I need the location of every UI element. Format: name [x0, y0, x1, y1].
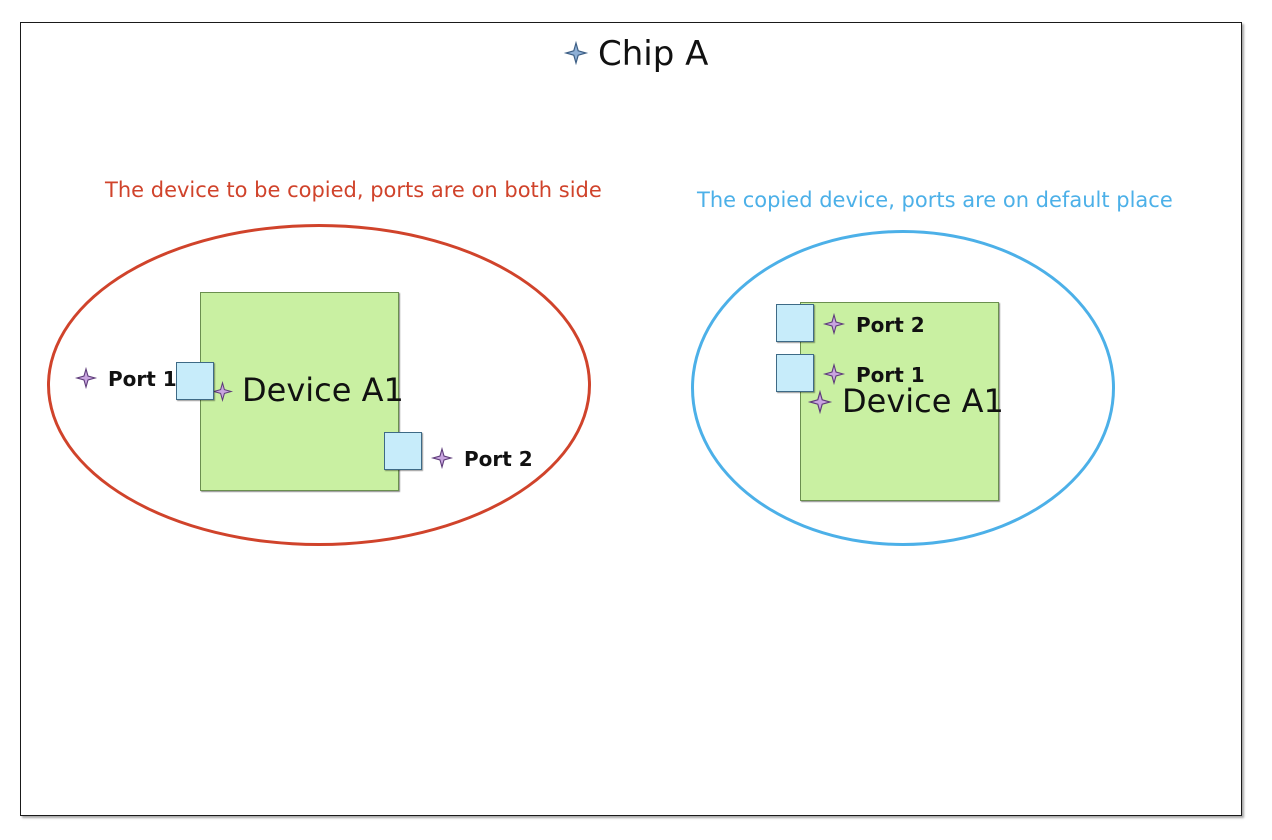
- port-2-box-original[interactable]: [384, 432, 422, 470]
- annotation-original: The device to be copied, ports are on bo…: [105, 178, 602, 202]
- port-2-label-copied: Port 2: [856, 313, 925, 337]
- port-star-icon: [74, 366, 98, 390]
- port-1-label-original: Port 1: [108, 367, 177, 391]
- device-label-original: Device A1: [242, 371, 404, 409]
- port-star-icon: [430, 446, 454, 470]
- chip-star-icon: [563, 40, 589, 66]
- device-label-copied: Device A1: [842, 382, 1004, 420]
- port-star-icon: [822, 362, 846, 386]
- port-2-label-original: Port 2: [464, 447, 533, 471]
- port-1-box-original[interactable]: [176, 362, 214, 400]
- highlight-ellipse-copied: [691, 230, 1115, 546]
- device-star-icon: [807, 389, 833, 415]
- port-star-icon: [822, 312, 846, 336]
- port-1-label-copied: Port 1: [856, 363, 925, 387]
- highlight-ellipse-original: [47, 224, 591, 546]
- device-copied[interactable]: [800, 302, 999, 501]
- port-1-box-copied[interactable]: [776, 354, 814, 392]
- device-original[interactable]: [200, 292, 399, 491]
- annotation-copied: The copied device, ports are on default …: [697, 188, 1173, 212]
- device-star-icon: [211, 380, 234, 403]
- chip-title: Chip A: [598, 34, 709, 74]
- port-2-box-copied[interactable]: [776, 304, 814, 342]
